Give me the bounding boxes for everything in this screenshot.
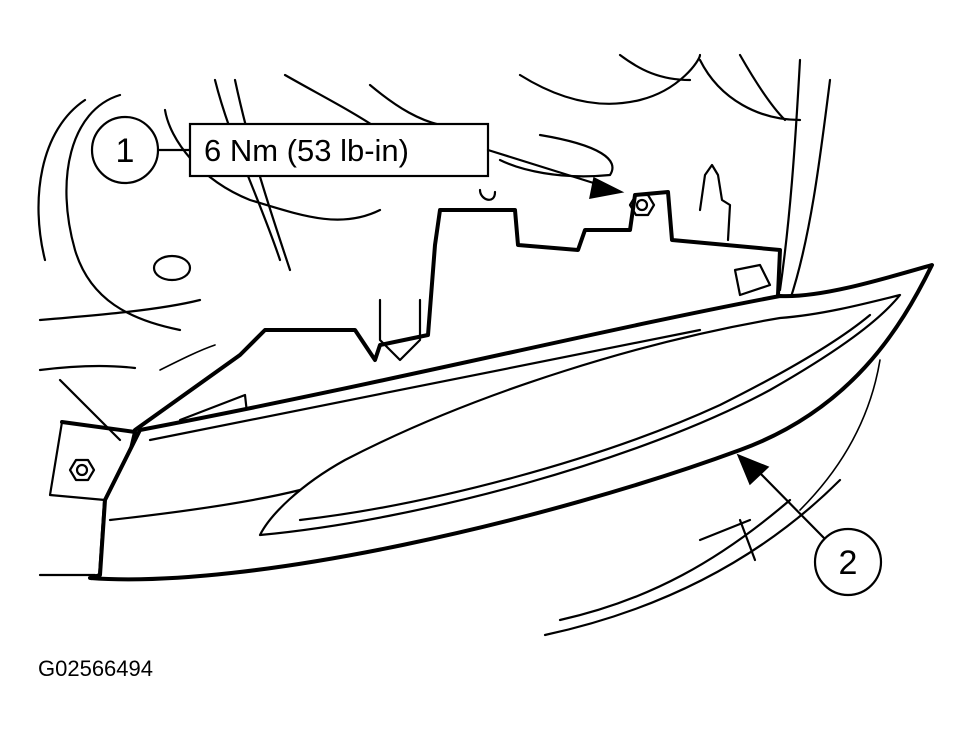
callout-2: 2 [736,453,883,597]
glove-box [88,263,934,582]
surround-oval [498,133,614,178]
callout-2-arrowhead [736,453,770,486]
surround-curve-top2 [368,83,442,127]
upper-bolt [628,193,656,217]
callout-1-arrow-line [486,148,602,187]
surround-small-line [159,344,216,371]
pillar-line-outer [788,78,832,302]
surround-line-left2 [38,364,137,372]
callout-1-arrowhead [589,176,625,199]
glove-box-body [88,263,934,582]
pillar-line [778,58,802,292]
surround-curve-bottom [558,498,792,622]
upper-bolt-center [635,198,649,212]
callout-1-number: 1 [116,132,135,170]
surround-curve-left [65,93,182,332]
callout-2-circle [813,527,883,597]
callout-2-arrow-line [753,466,826,540]
surround-tick2 [738,518,757,562]
surround-line-left3 [58,378,122,442]
callout-2-number: 2 [839,544,858,582]
glove-box-door-inner [298,313,872,522]
glove-box-edge-line [148,328,702,442]
surround-curve-top [283,73,382,132]
surround-line-left [38,298,202,322]
background-structure [37,53,881,637]
bracket-outline [133,190,782,432]
bracket-cutout [378,298,422,362]
surround-hole [152,254,192,282]
torque-spec-text: 6 Nm (53 lb-in) [204,133,409,168]
bracket-clip [698,163,732,242]
surround-curve-top4 [618,53,692,82]
bracket-tab [478,188,497,201]
upper-bolt-icon [628,193,656,217]
left-bolt-icon [68,458,96,482]
left-bolt-center [75,463,89,477]
surround-curve-bottom2 [543,478,842,637]
glove-box-door-panel [258,293,902,537]
surround-curve-top6 [738,53,787,122]
left-mount-face [48,420,107,502]
surround-curve-mid2 [233,78,292,272]
callout-1: 1 6 Nm (53 lb-in) [90,115,625,199]
dash-bracket [133,163,782,462]
bracket-clip2 [733,263,772,297]
figure-id: G02566494 [38,656,153,681]
glove-box-edge-line2 [108,488,302,522]
surround-curve-outer [37,98,87,262]
surround-curve-top3 [518,53,702,105]
surround-curve-top5 [698,58,802,122]
surround-curve-upper [163,108,382,221]
surround-curve-right [799,359,881,511]
